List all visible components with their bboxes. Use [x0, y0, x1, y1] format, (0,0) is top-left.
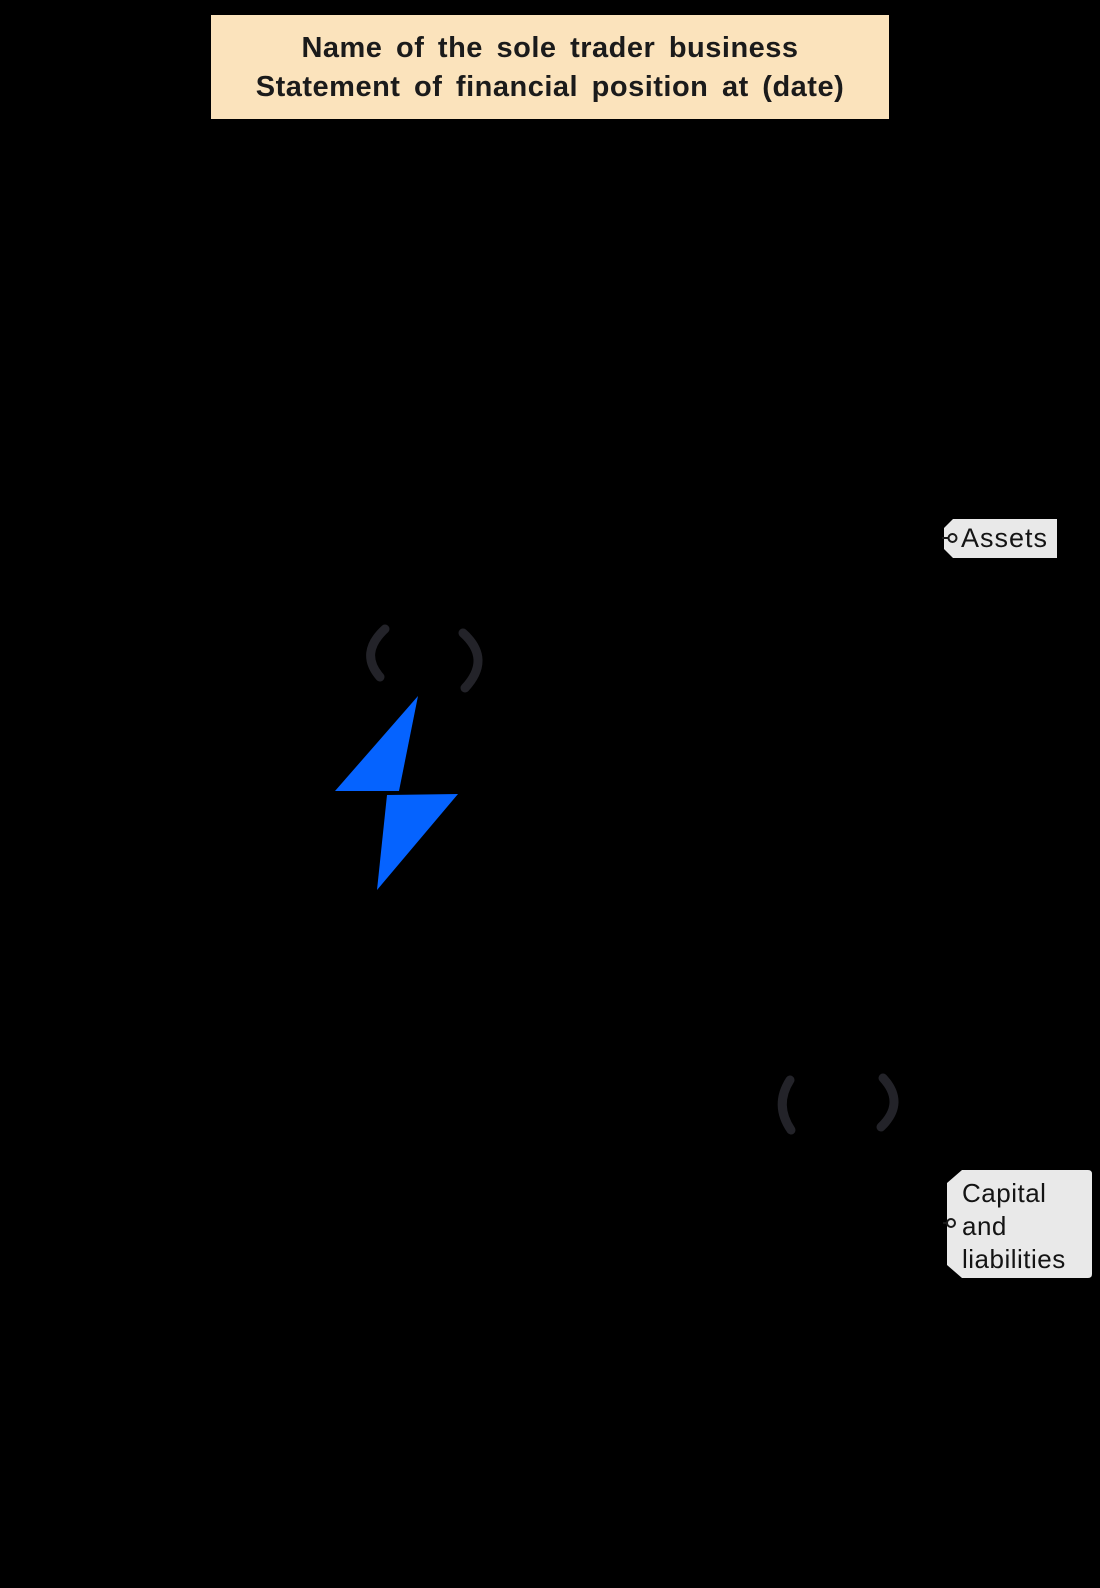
bolt-upper-triangle — [335, 696, 418, 791]
parenthesis-right-icon — [876, 1073, 899, 1132]
statement-title-line1: Name of the sole trader business — [301, 31, 799, 64]
parenthesis-left-icon — [366, 624, 390, 682]
parenthesis-left-icon — [777, 1075, 796, 1135]
lightning-bolt-icon — [335, 696, 458, 890]
parentheses-assets-group — [366, 624, 483, 693]
tag-hole-icon — [946, 1218, 956, 1228]
parentheses-liabilities-group — [777, 1073, 899, 1135]
capital-tag-line1: Capital — [962, 1178, 1047, 1208]
assets-tag-label: Assets — [961, 523, 1049, 553]
statement-title-box: Name of the sole trader business Stateme… — [211, 15, 889, 119]
statement-title-line2: Statement of financial position at (date… — [255, 70, 845, 103]
parenthesis-right-icon — [458, 628, 483, 693]
capital-tag-line3: liabilities — [962, 1244, 1066, 1274]
capital-liabilities-tag-label: Capital and liabilities — [962, 1177, 1066, 1276]
bolt-lower-triangle — [377, 794, 458, 890]
tag-hole-icon — [947, 533, 958, 543]
capital-tag-line2: and — [962, 1211, 1007, 1241]
